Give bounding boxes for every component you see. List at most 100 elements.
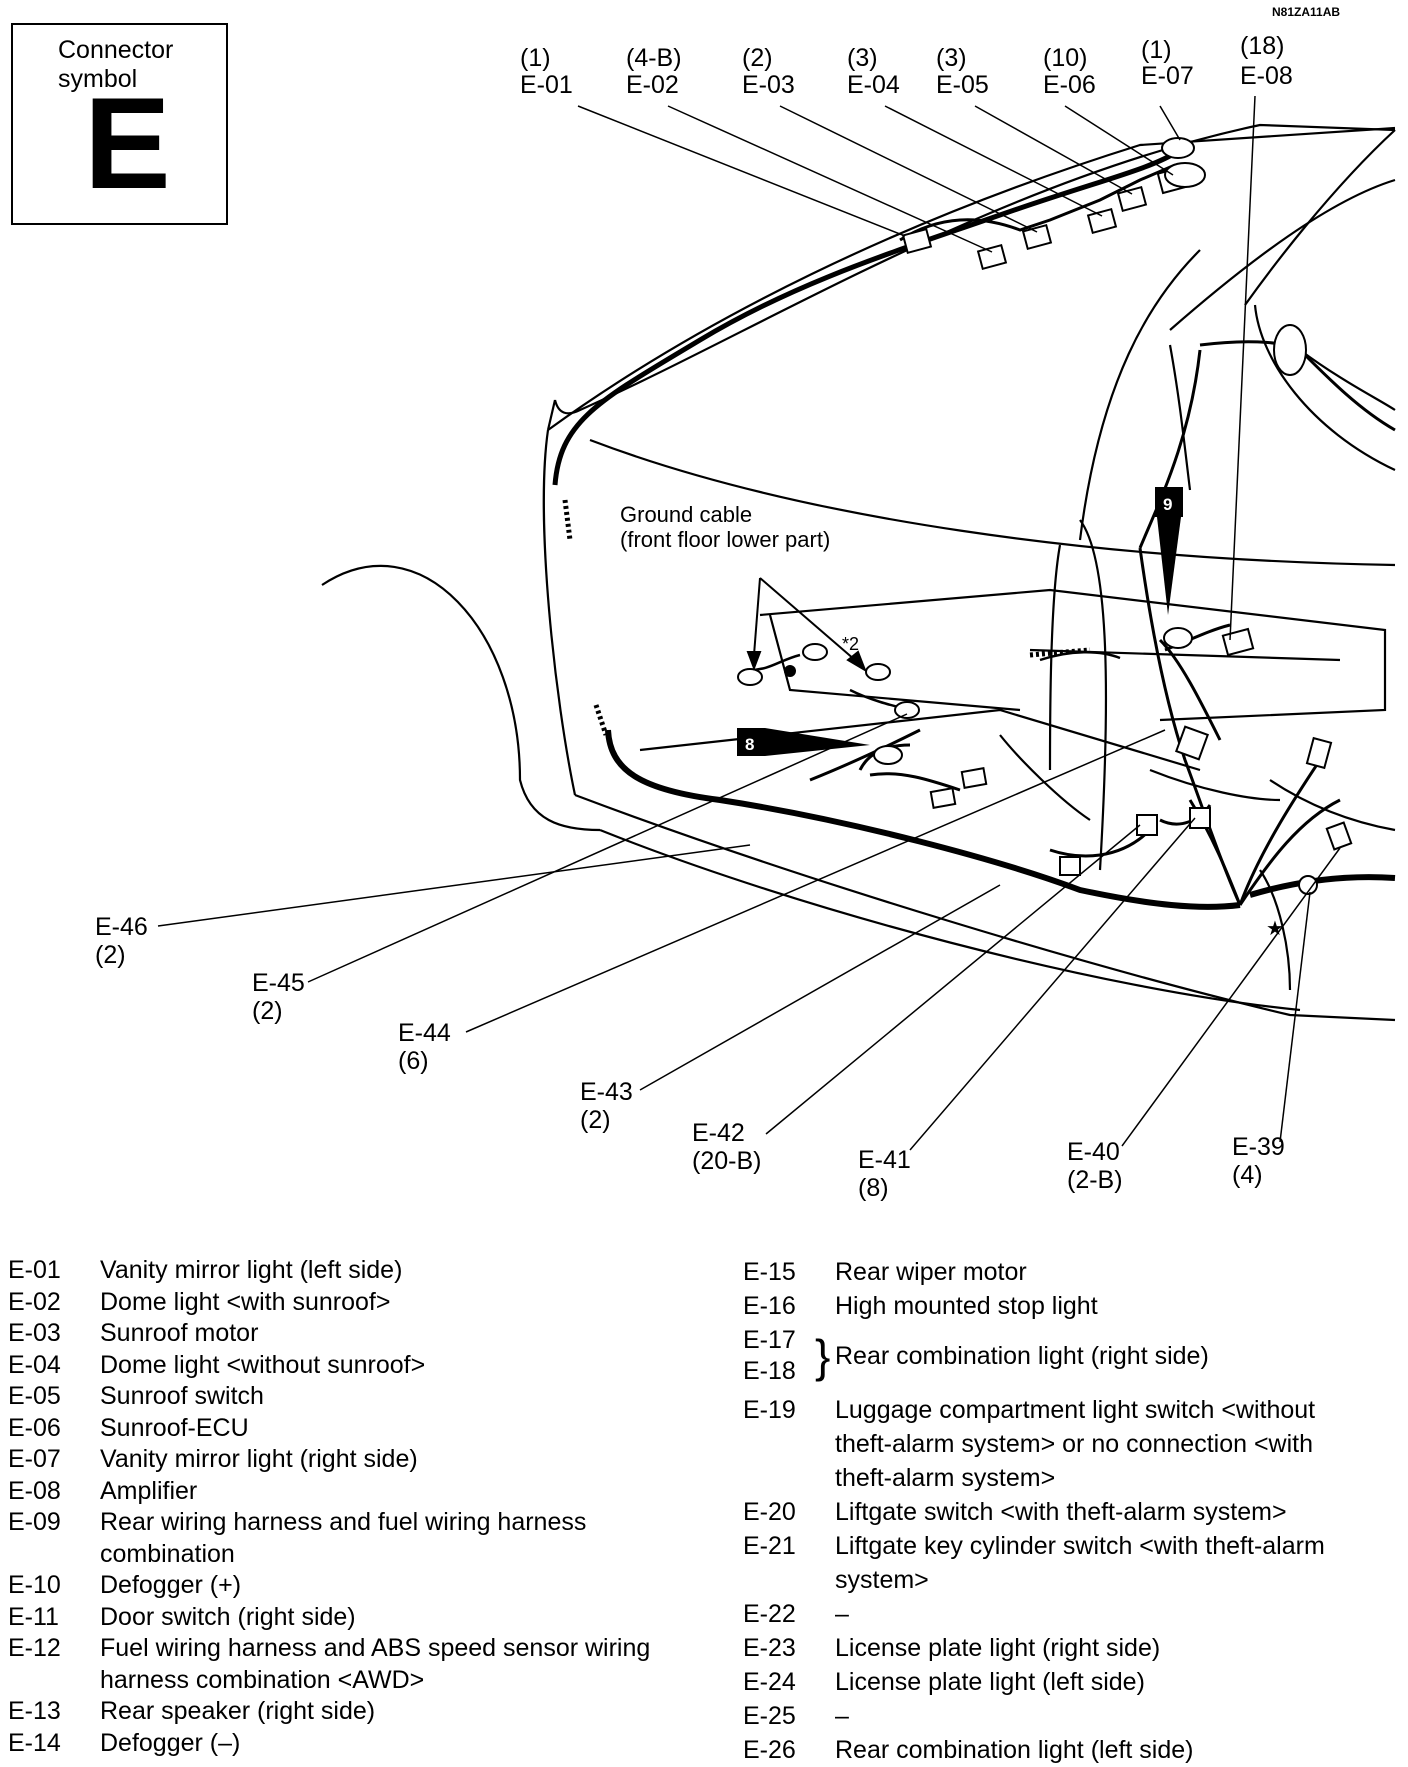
legend-desc: – bbox=[835, 1600, 849, 1628]
legend-code: E-22 bbox=[743, 1600, 796, 1628]
bottom-connector-labels: E-46 (2) E-45 (2) E-44 (6) E-43 (2) E-42… bbox=[95, 913, 1285, 1202]
label-code: E-46 bbox=[95, 913, 148, 941]
legend-desc: Liftgate key cylinder switch <with theft… bbox=[835, 1532, 1325, 1594]
label-pins: (20-B) bbox=[692, 1147, 761, 1175]
legend-code: E-15 bbox=[743, 1258, 796, 1286]
legend-code: E-02 bbox=[8, 1287, 61, 1316]
legend-code: E-05 bbox=[8, 1382, 61, 1410]
legend-code: E-26 bbox=[743, 1736, 796, 1764]
label-pins: (1) bbox=[520, 44, 551, 72]
label-pins: (2) bbox=[252, 997, 283, 1025]
ground-cable-arrows bbox=[746, 577, 867, 673]
connector-box-title-line2: symbol bbox=[58, 65, 137, 93]
label-code: E-08 bbox=[1240, 62, 1293, 90]
legend-code: E-24 bbox=[743, 1668, 796, 1696]
top-connector-labels: (1) E-01 (4-B) E-02 (2) E-03 (3) E-04 (3… bbox=[520, 32, 1293, 99]
legend-code: E-18 bbox=[743, 1357, 796, 1385]
label-pins: (3) bbox=[847, 44, 878, 72]
label-pins: (2-B) bbox=[1067, 1166, 1123, 1194]
legend-code: E-07 bbox=[8, 1445, 61, 1473]
label-pins: (8) bbox=[858, 1174, 889, 1202]
legend-row: E-15 Rear wiper motor bbox=[743, 1255, 1373, 1289]
legend-desc: Vanity mirror light (right side) bbox=[100, 1445, 418, 1473]
legend-row: E-25 – bbox=[743, 1699, 1373, 1733]
marker-8-label: 8 bbox=[745, 735, 754, 754]
vehicle-body-outline bbox=[321, 123, 1396, 1022]
label-code: E-05 bbox=[936, 71, 989, 99]
label-pins: (10) bbox=[1043, 44, 1087, 72]
legend-desc: Rear wiper motor bbox=[835, 1258, 1027, 1286]
label-code: E-40 bbox=[1067, 1138, 1120, 1166]
legend-right-column: E-15 Rear wiper motor E-16 High mounted st… bbox=[743, 1255, 1373, 1767]
legend-row: E-24 License plate light (left side) bbox=[743, 1665, 1373, 1699]
legend-code: E-12 bbox=[8, 1634, 61, 1662]
legend-row: E-16 High mounted stop light bbox=[743, 1289, 1373, 1323]
label-pins: (2) bbox=[742, 44, 773, 72]
legend-desc: License plate light (left side) bbox=[835, 1668, 1145, 1696]
legend-brace-codes: E-17 E-18 bbox=[743, 1325, 815, 1387]
legend-row: E-22 – bbox=[743, 1597, 1373, 1631]
label-pins: (2) bbox=[580, 1106, 611, 1134]
legend-desc: Amplifier bbox=[100, 1476, 198, 1505]
legend-desc: Defogger (+) bbox=[100, 1571, 242, 1599]
label-code: E-39 bbox=[1232, 1133, 1285, 1161]
legend-code: E-10 bbox=[8, 1571, 61, 1599]
legend-row: E-09 Rear wiring harness and fuel wiring … bbox=[8, 1507, 658, 1570]
marker-9-label: 9 bbox=[1163, 495, 1172, 514]
label-code: E-03 bbox=[742, 71, 795, 99]
label-code: E-45 bbox=[252, 969, 305, 997]
legend-code: E-13 bbox=[8, 1697, 61, 1725]
legend-row: E-20 Liftgate switch <with theft-alarm sy… bbox=[743, 1495, 1373, 1529]
legend-row: E-07 Vanity mirror light (right side) bbox=[8, 1444, 658, 1476]
legend-desc: Door switch (right side) bbox=[100, 1602, 356, 1631]
label-code: E-43 bbox=[580, 1078, 633, 1106]
legend-desc: Rear wiring harness and fuel wiring harn… bbox=[100, 1508, 587, 1568]
ground-cable-label-line2: (front floor lower part) bbox=[620, 527, 830, 552]
legend-row: E-12 Fuel wiring harness and ABS speed se… bbox=[8, 1633, 658, 1696]
legend-desc: License plate light (right side) bbox=[835, 1634, 1161, 1662]
legend-code: E-25 bbox=[743, 1702, 796, 1730]
legend-code: E-09 bbox=[8, 1508, 61, 1536]
marker-9: 9 bbox=[1155, 487, 1183, 615]
legend-desc: Rear combination light (right side) bbox=[835, 1342, 1209, 1370]
legend-row: E-10 Defogger (+) bbox=[8, 1570, 658, 1602]
label-pins: (1) bbox=[1141, 36, 1172, 64]
figure-code: N81ZA11AB bbox=[1272, 5, 1340, 19]
legend-desc: Dome light <with sunroof> bbox=[100, 1287, 391, 1316]
legend-code: E-01 bbox=[8, 1256, 61, 1284]
legend-desc: Liftgate switch <with theft-alarm system… bbox=[835, 1498, 1287, 1526]
note-star: ★ bbox=[1266, 918, 1284, 940]
label-code: E-04 bbox=[847, 71, 900, 99]
legend-desc: Sunroof-ECU bbox=[100, 1413, 249, 1442]
label-pins: (2) bbox=[95, 941, 126, 969]
label-pins: (4) bbox=[1232, 1161, 1263, 1189]
legend-code: E-20 bbox=[743, 1498, 796, 1526]
legend-desc: Sunroof motor bbox=[100, 1319, 259, 1347]
legend-code: E-19 bbox=[743, 1396, 796, 1424]
label-code: E-42 bbox=[692, 1119, 745, 1147]
legend-desc: – bbox=[835, 1702, 849, 1730]
dashed-harness-ends bbox=[562, 499, 1091, 736]
connector-symbol-box: Connector symbol E bbox=[11, 23, 228, 225]
leader-lines-top bbox=[577, 95, 1256, 641]
legend-desc: Defogger (–) bbox=[100, 1728, 241, 1757]
legend-code: E-16 bbox=[743, 1292, 796, 1320]
label-code: E-02 bbox=[626, 71, 679, 99]
legend-code: E-04 bbox=[8, 1350, 61, 1379]
legend-code: E-08 bbox=[8, 1476, 61, 1505]
label-pins: (18) bbox=[1240, 32, 1284, 60]
ground-point bbox=[784, 665, 796, 677]
legend-desc: Fuel wiring harness and ABS speed sensor… bbox=[100, 1634, 651, 1694]
legend-desc: High mounted stop light bbox=[835, 1292, 1098, 1320]
brace-icon: } bbox=[815, 1330, 831, 1382]
